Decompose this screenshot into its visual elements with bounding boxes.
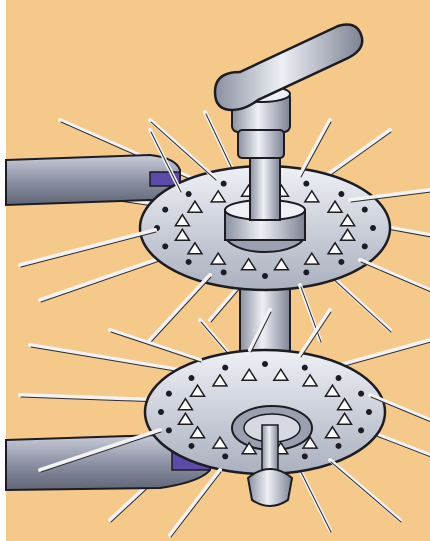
- lower-flange-hole-2: [336, 443, 342, 449]
- lower-flange-hole-11: [222, 365, 228, 371]
- upper-flange-hole-5: [221, 269, 227, 275]
- lower-flange-hole-5: [222, 453, 228, 459]
- upper-flange-hole-1: [362, 243, 368, 249]
- lower-flange-hole-15: [358, 391, 364, 397]
- lower-flange-hole-3: [302, 453, 308, 459]
- lower-flange-hole-7: [166, 427, 172, 433]
- lower-flange-hole-8: [158, 409, 164, 415]
- upper-flange-hole-6: [186, 259, 192, 265]
- upper-flange-hole-7: [162, 243, 168, 249]
- lower-flange-hole-6: [188, 443, 194, 449]
- upper-flange-hole-4: [262, 273, 268, 279]
- lower-flange-hole-10: [188, 375, 194, 381]
- upper-flange-hole-0: [370, 225, 376, 231]
- lower-flange-hole-9: [166, 391, 172, 397]
- lower-flange-hole-14: [336, 375, 342, 381]
- upper-flange-hole-13: [303, 181, 309, 187]
- lower-flange-hole-13: [302, 365, 308, 371]
- upper-flange-hole-11: [221, 181, 227, 187]
- upper-flange-hole-3: [303, 269, 309, 275]
- lower-flange-hole-12: [262, 361, 268, 367]
- upper-flange-hole-15: [362, 207, 368, 213]
- upper-flange-hole-2: [338, 259, 344, 265]
- upper-flange-hole-9: [162, 207, 168, 213]
- upper-fork-dropout: [6, 155, 180, 205]
- lower-flange-hole-0: [366, 409, 372, 415]
- upper-flange-hole-14: [338, 191, 344, 197]
- lower-flange-hole-1: [358, 427, 364, 433]
- upper-flange-hole-10: [186, 191, 192, 197]
